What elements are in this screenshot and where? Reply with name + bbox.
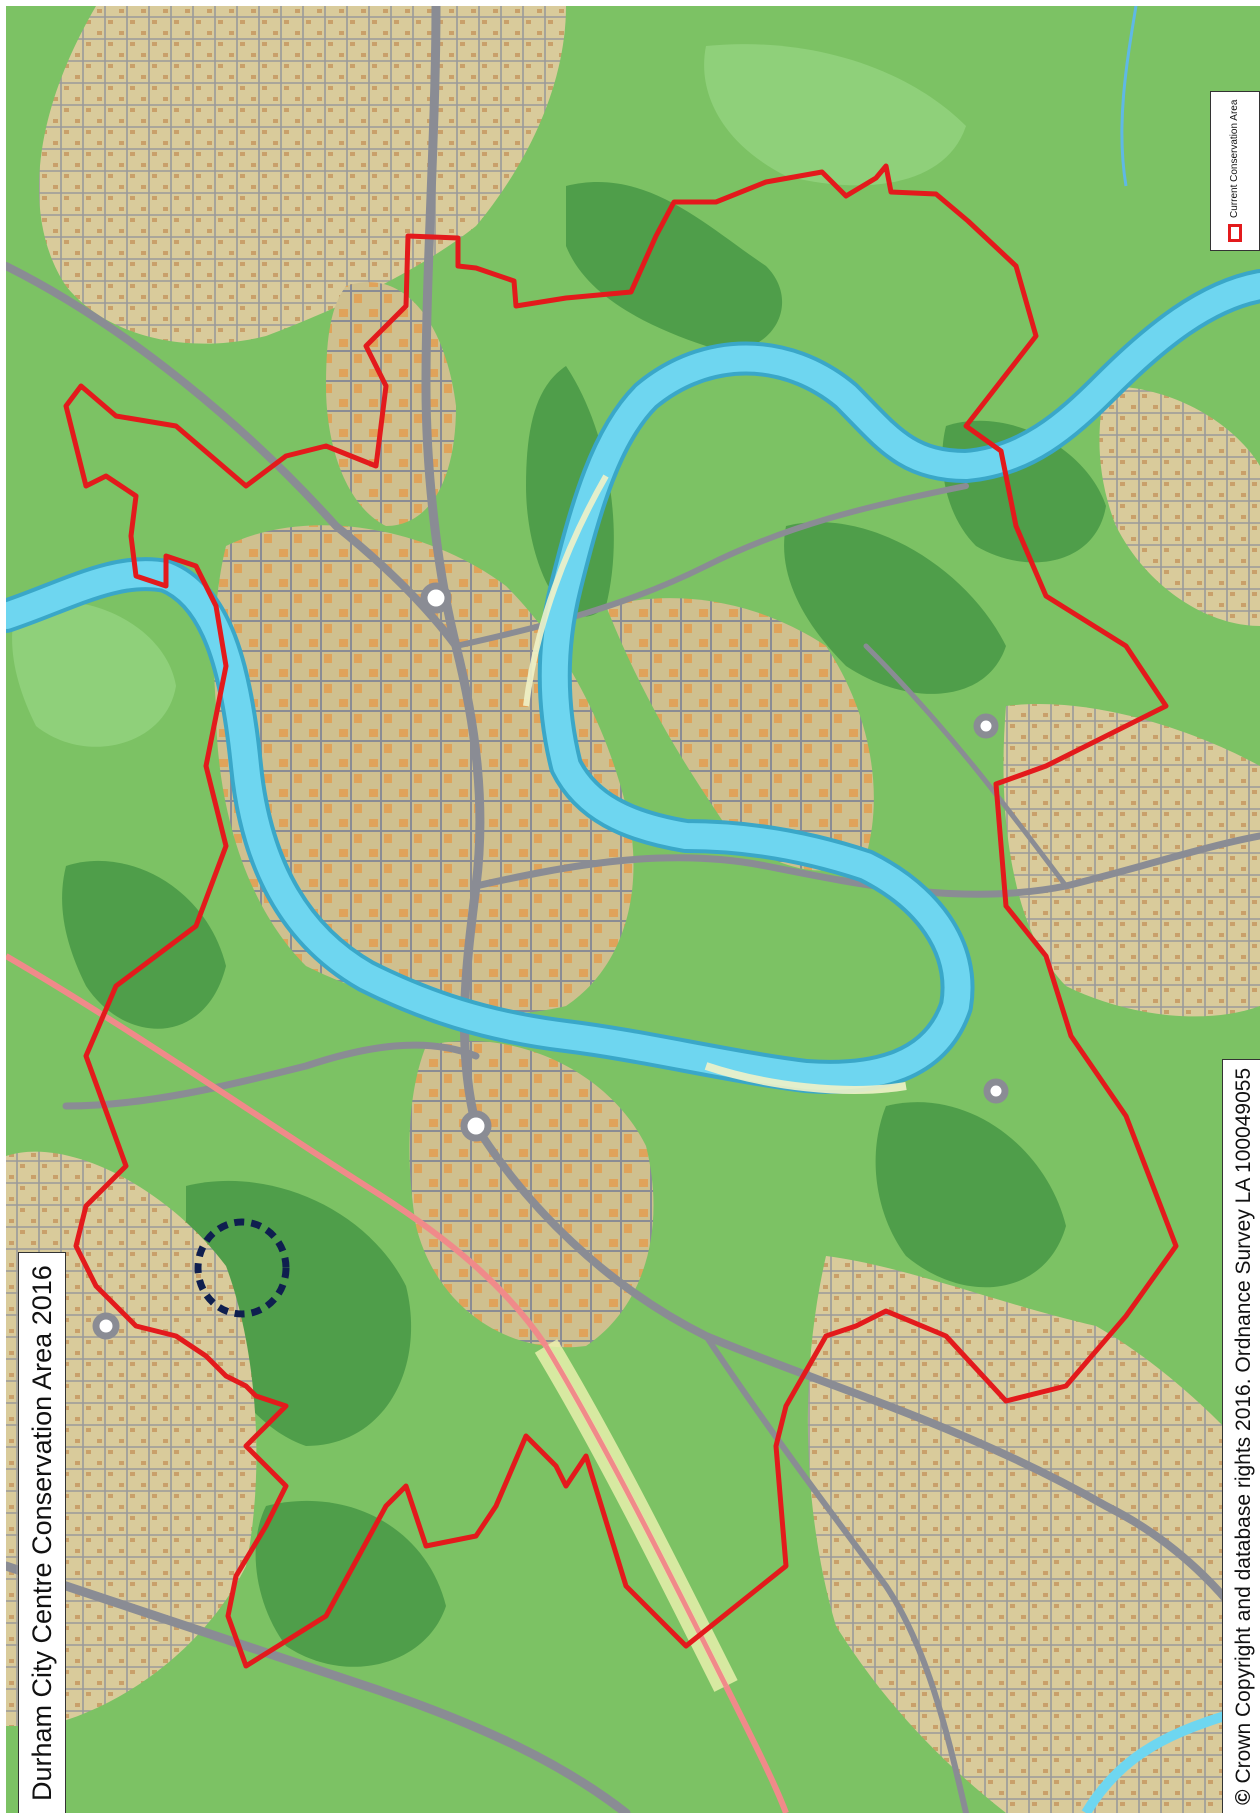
conservation-area-boundary xyxy=(63,163,1179,1669)
copyright-notice: © Crown Copyright and database rights 201… xyxy=(1222,1058,1260,1813)
map-title: Durham City Centre Conservation Area 201… xyxy=(18,1252,66,1813)
riverside-parkland xyxy=(704,1062,907,1094)
woodland-areas xyxy=(62,182,1106,1667)
riverside-parkland xyxy=(523,474,609,707)
railway-line xyxy=(6,953,789,1813)
residential-areas xyxy=(6,6,1260,1813)
copyright-icon: © xyxy=(1232,1789,1255,1805)
legend-label: Current Conservation Area xyxy=(1229,99,1240,218)
copyright-text: Crown Copyright and database rights 2016… xyxy=(1232,1067,1255,1784)
map-graphic xyxy=(6,6,1260,1813)
city-centre-urban xyxy=(214,282,874,1348)
map-legend: Current Conservation Area xyxy=(1210,90,1260,251)
road-network xyxy=(6,6,1260,1813)
roundabouts xyxy=(92,582,1009,1340)
conservation-area-legend-swatch xyxy=(1228,224,1242,242)
highlight-circle xyxy=(194,1218,290,1318)
map-title-text: Durham City Centre Conservation Area 201… xyxy=(27,1265,57,1801)
map-canvas[interactable]: Durham City Centre Conservation Area 201… xyxy=(6,6,1260,1813)
stream xyxy=(1120,6,1138,187)
